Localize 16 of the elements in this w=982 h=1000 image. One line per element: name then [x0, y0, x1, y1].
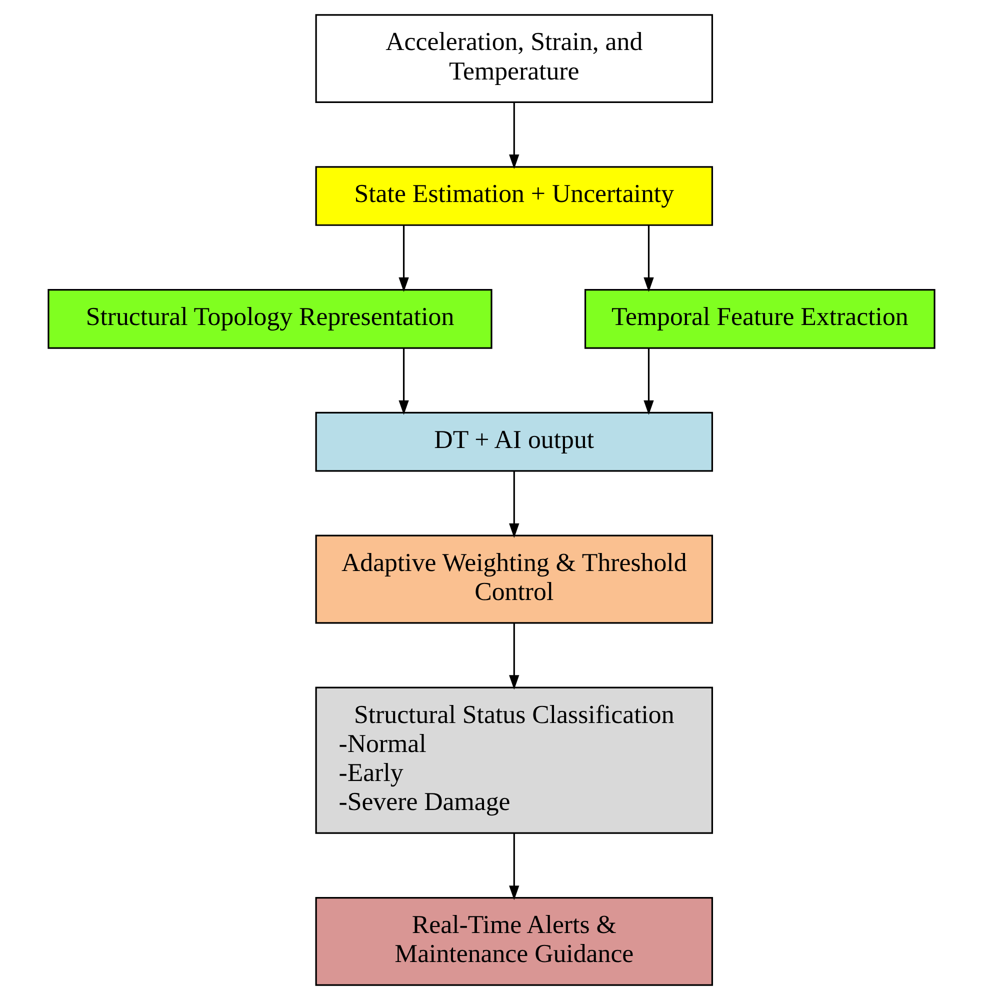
node-box: Real-Time Alerts & Maintenance Guidance	[314, 896, 713, 986]
arrow	[398, 225, 408, 292]
node-box: Structural Topology Representation	[47, 289, 492, 349]
arrow	[508, 833, 519, 900]
arrow	[508, 102, 519, 170]
node-box: State Estimation + Uncertainty	[314, 166, 713, 226]
node-box: Adaptive Weighting & Threshold Control	[314, 534, 713, 624]
node-box: DT + AI output	[314, 412, 713, 472]
arrow	[508, 470, 519, 538]
node-box: Structural Status Classification -Normal -Early -Severe Damage	[314, 686, 713, 834]
arrow	[643, 348, 654, 415]
node-box: Temporal Feature Extraction	[584, 289, 935, 349]
node-box: Acceleration, Strain, and Temperature	[314, 14, 713, 104]
arrow	[508, 623, 519, 690]
arrow	[398, 348, 408, 415]
arrow	[643, 225, 654, 292]
